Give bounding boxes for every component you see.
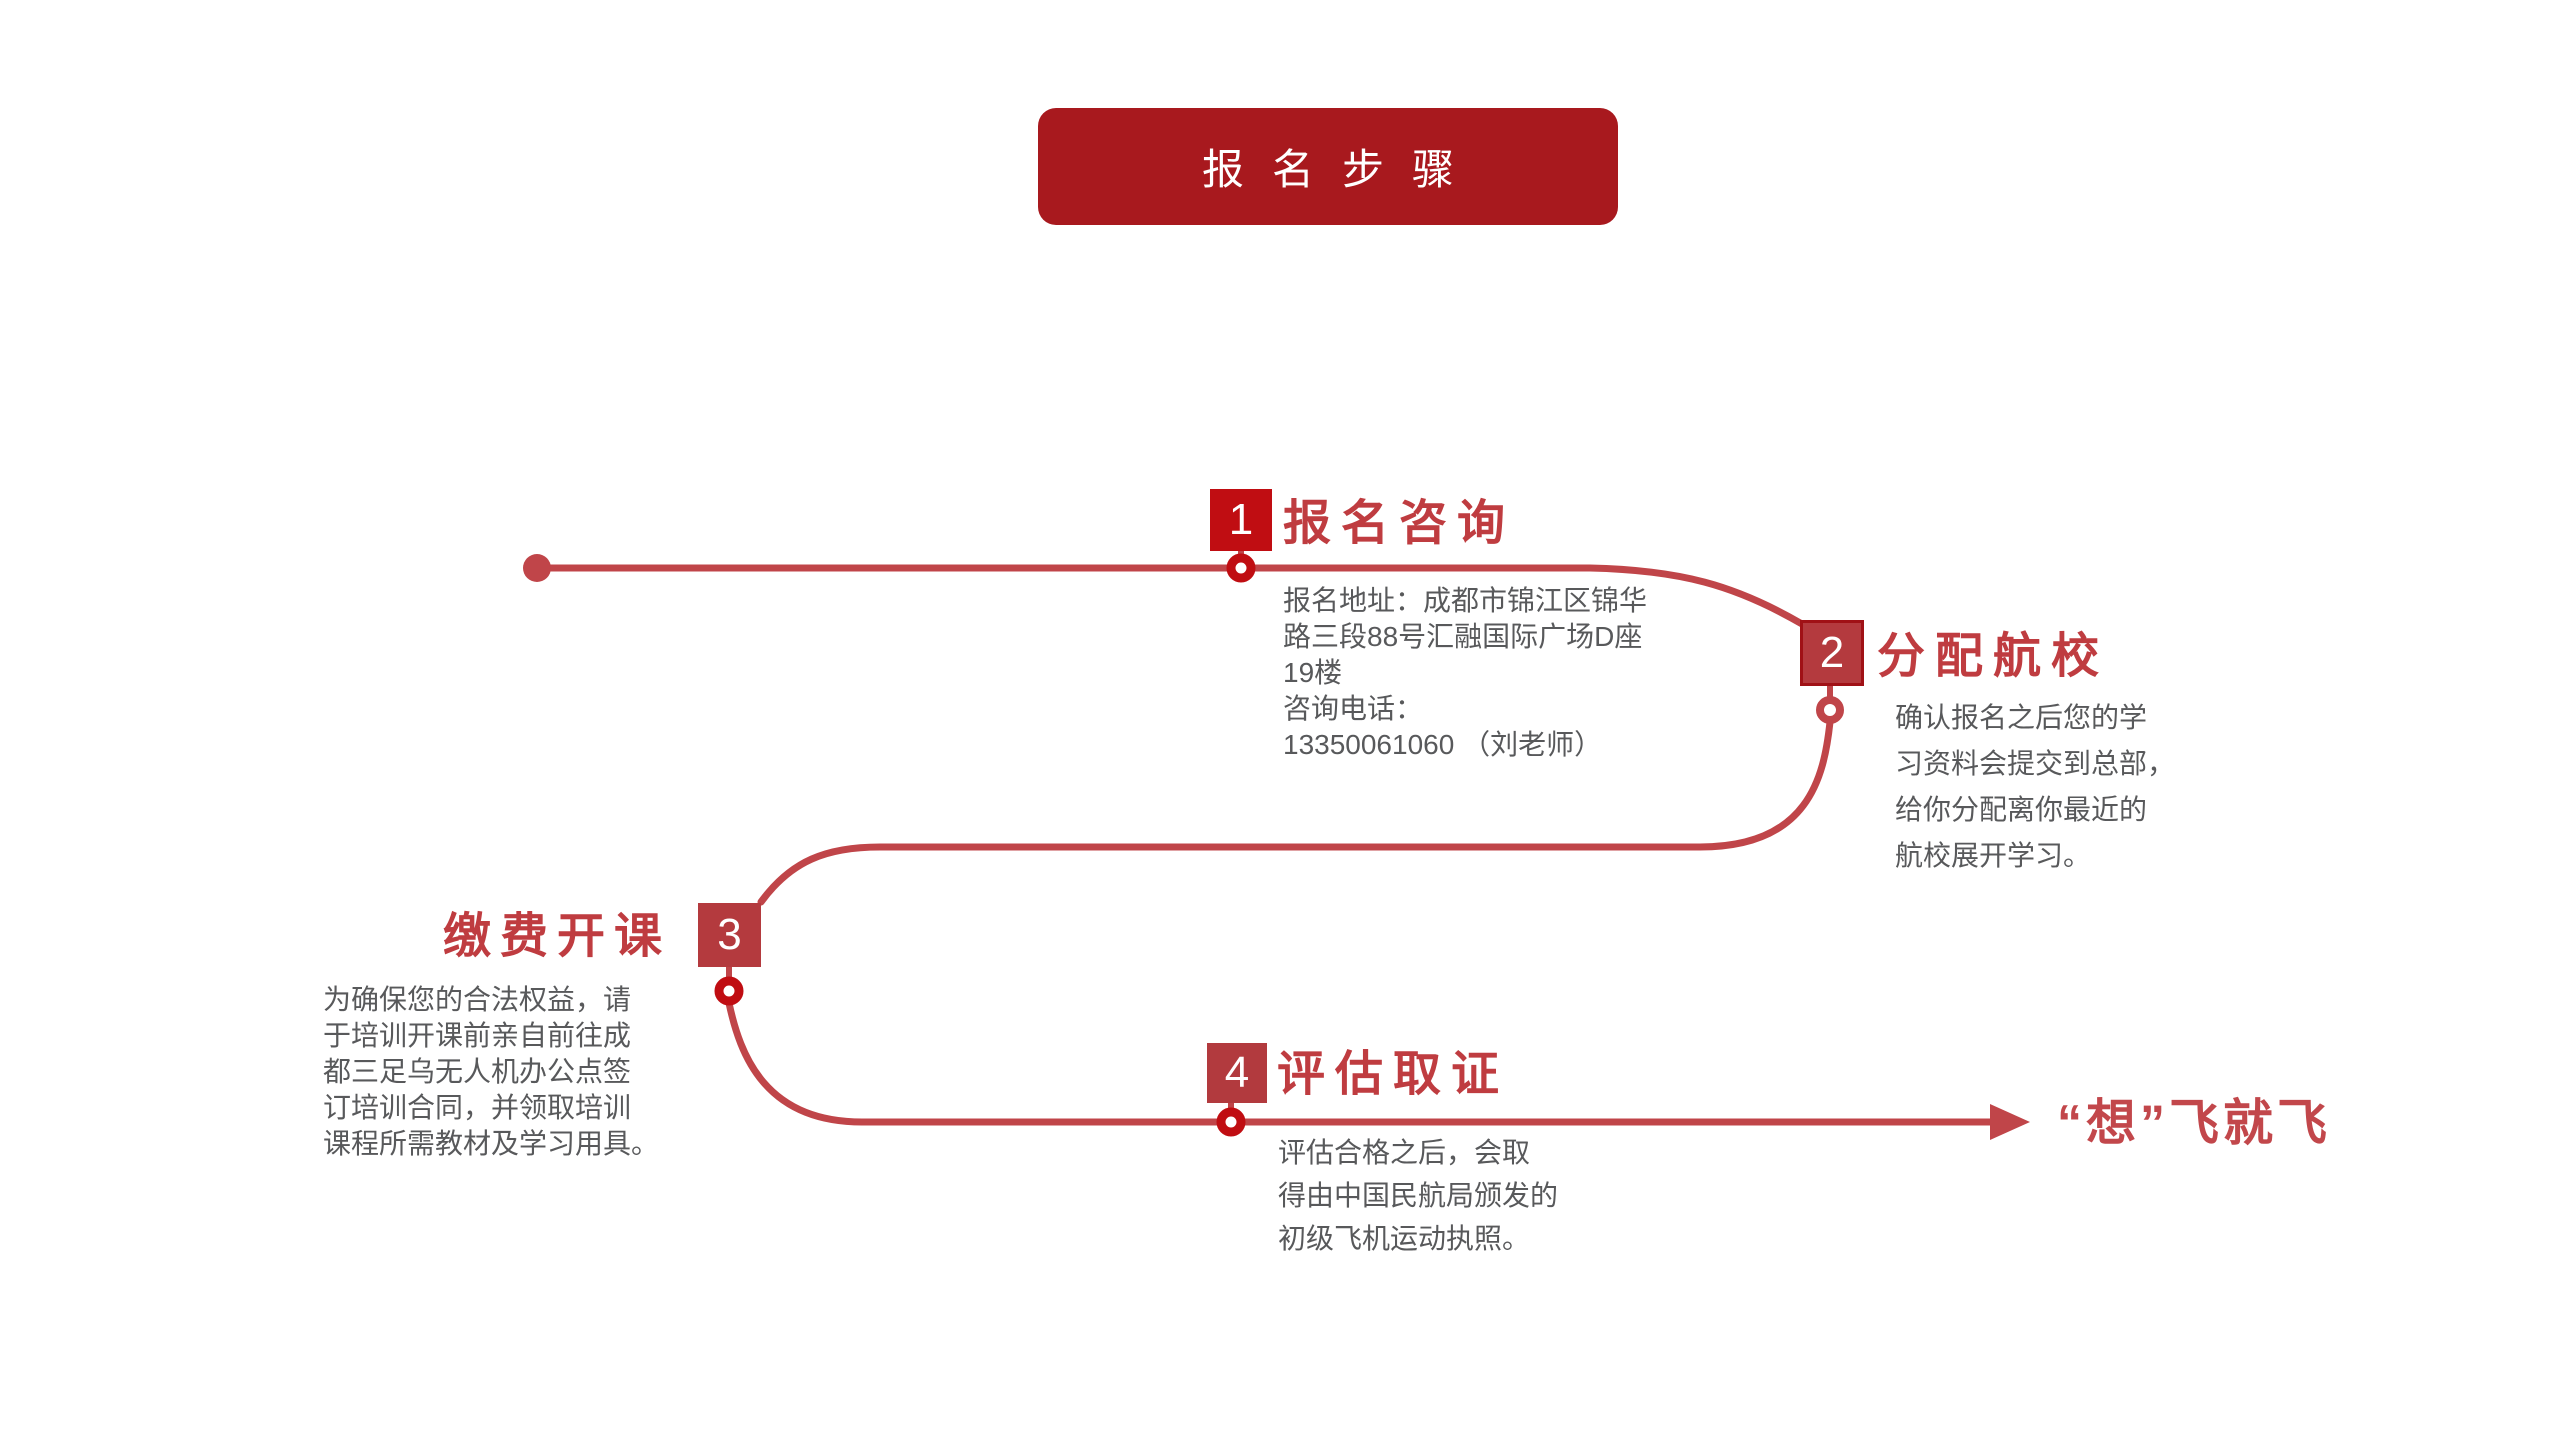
- step2-number-badge: 2: [1800, 620, 1864, 686]
- flow-segment-1: [533, 564, 1806, 628]
- step3-title: 缴费开课: [443, 910, 672, 963]
- arrow-head-icon: [1990, 1104, 2030, 1140]
- step2-node-ring: [1816, 696, 1844, 724]
- step1-title: 报名咨询: [1283, 497, 1516, 550]
- flow-segment-3: [725, 999, 1996, 1126]
- step1-number: 1: [1228, 495, 1254, 544]
- step2-description: 确认报名之后您的学 习资料会提交到总部， 给你分配离你最近的 航校展开学习。: [1895, 702, 2176, 871]
- step2-title: 分配航校: [1877, 630, 2110, 683]
- start-dot: [523, 554, 551, 582]
- step4-number-badge: 4: [1207, 1043, 1267, 1103]
- step2-number: 2: [1819, 628, 1845, 677]
- step4-node-ring: [1216, 1107, 1246, 1137]
- step4-title: 评估取证: [1277, 1048, 1510, 1101]
- step3-number: 3: [717, 910, 742, 959]
- ending-slogan: “想”飞就飞: [2057, 1095, 2331, 1151]
- step1-description: 报名地址：成都市锦江区锦华 路三段88号汇融国际广场D座 19楼 咨询电话： 1…: [1283, 585, 1648, 760]
- step1-node-ring: [1226, 553, 1256, 583]
- step3-node-ring: [714, 976, 744, 1006]
- step4-description: 评估合格之后，会取 得由中国民航局颁发的 初级飞机运动执照。: [1278, 1137, 1559, 1254]
- step4-number: 4: [1224, 1048, 1250, 1097]
- flow-segment-2: [757, 718, 1834, 906]
- title-banner: 报名步骤: [1038, 108, 1618, 225]
- step3-number-badge: 3: [698, 903, 761, 967]
- step3-description: 为确保您的合法权益，请 于培训开课前亲自前往成 都三足乌无人机办公点签 订培训合…: [323, 984, 660, 1159]
- step1-number-badge: 1: [1210, 489, 1272, 551]
- title-banner-label: 报名步骤: [1201, 146, 1482, 193]
